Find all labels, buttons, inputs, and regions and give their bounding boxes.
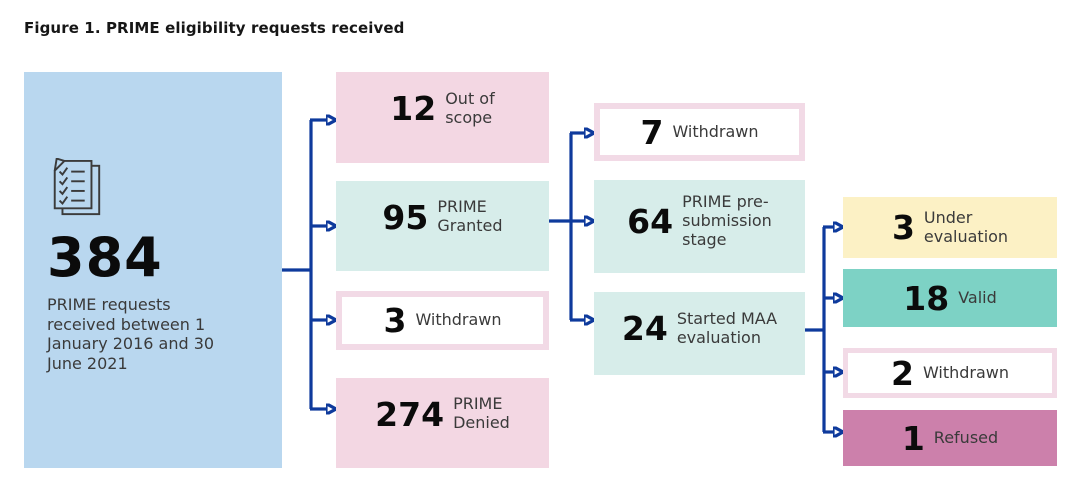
- prime-denied-label: PRIME Denied: [453, 394, 510, 432]
- connector-root-trunk: [282, 120, 313, 409]
- connector-maa-trunk: [805, 227, 826, 432]
- pre-submission-stage-label: PRIME pre- submission stage: [682, 192, 772, 249]
- node-out-of-scope: 12 Out of scope: [336, 72, 549, 163]
- started-maa-evaluation-label: Started MAA evaluation: [676, 308, 778, 347]
- under-evaluation-label: Under evaluation: [923, 207, 1009, 246]
- node-withdrawn-after-grant: 7 Withdrawn: [594, 103, 805, 161]
- total-requests-value: 384: [47, 226, 163, 289]
- withdrawn-maa-label: Withdrawn: [922, 362, 1010, 382]
- valid-value: 18: [903, 278, 950, 318]
- valid-label: Valid: [958, 287, 997, 307]
- withdrawn-after-grant-label: Withdrawn: [672, 121, 759, 141]
- refused-value: 1: [901, 418, 925, 458]
- figure-title: Figure 1. PRIME eligibility requests rec…: [24, 19, 405, 37]
- withdrawn-before-decision-value: 3: [383, 301, 407, 340]
- node-refused: 1 Refused: [843, 410, 1057, 466]
- withdrawn-maa-value: 2: [890, 353, 914, 393]
- node-withdrawn-maa: 2 Withdrawn: [843, 348, 1057, 398]
- node-withdrawn-before-decision: 3 Withdrawn: [336, 291, 549, 350]
- node-pre-submission-stage: 64 PRIME pre- submission stage: [594, 180, 805, 273]
- node-prime-denied: 274 PRIME Denied: [336, 378, 549, 468]
- checklist-document-icon: [53, 158, 101, 216]
- prime-granted-label: PRIME Granted: [437, 197, 503, 235]
- started-maa-evaluation-value: 24: [621, 309, 668, 348]
- prime-denied-value: 274: [375, 394, 445, 434]
- node-started-maa-evaluation: 24 Started MAA evaluation: [594, 292, 805, 375]
- out-of-scope-label: Out of scope: [445, 88, 495, 127]
- connector-granted-trunk: [549, 133, 573, 320]
- node-total-requests: 384 PRIME requests received between 1 Ja…: [24, 72, 282, 468]
- refused-label: Refused: [933, 427, 999, 447]
- pre-submission-stage-value: 64: [627, 202, 674, 241]
- prime-granted-value: 95: [382, 197, 429, 237]
- node-valid: 18 Valid: [843, 269, 1057, 327]
- out-of-scope-value: 12: [390, 89, 437, 128]
- node-under-evaluation: 3 Under evaluation: [843, 197, 1057, 258]
- withdrawn-after-grant-value: 7: [640, 112, 664, 152]
- withdrawn-before-decision-label: Withdrawn: [415, 310, 502, 330]
- total-requests-label: PRIME requests received between 1 Januar…: [47, 294, 215, 374]
- under-evaluation-value: 3: [891, 208, 915, 247]
- node-prime-granted: 95 PRIME Granted: [336, 181, 549, 271]
